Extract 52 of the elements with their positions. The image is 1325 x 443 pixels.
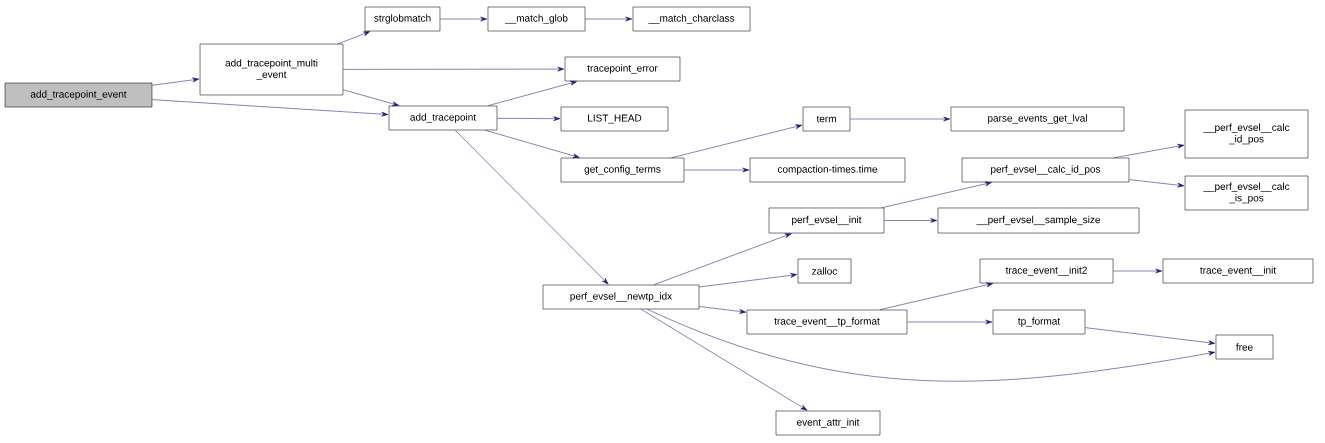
function-box: strglobmatch — [364, 6, 441, 32]
function-box: trace_event__init — [1162, 258, 1314, 284]
arrow — [879, 282, 994, 310]
function-box: add_tracepoint — [388, 105, 498, 131]
function-box: __perf_evsel__calc _id_pos — [1184, 109, 1309, 159]
function-box: __match_charclass — [632, 6, 751, 32]
arrow — [699, 306, 747, 314]
arrow — [907, 319, 993, 325]
arrow — [497, 116, 561, 121]
arrow — [883, 218, 938, 223]
function-box: compaction-times.time — [749, 157, 906, 183]
function-box: parse_events_get_lval — [950, 106, 1125, 132]
arrow — [342, 66, 565, 72]
arrow — [342, 89, 400, 107]
function-box: trace_event__init2 — [979, 258, 1114, 284]
arrow — [1129, 179, 1185, 188]
function-box: __match_glob — [487, 6, 586, 32]
function-box: event_attr_init — [775, 410, 881, 436]
arrow — [653, 233, 792, 285]
arrow — [487, 80, 578, 106]
arrow — [849, 116, 951, 122]
function-box: __perf_evsel__calc _is_pos — [1184, 175, 1309, 211]
arrow — [671, 124, 803, 158]
function-box: term — [802, 106, 851, 132]
arrow — [699, 273, 798, 288]
arrow — [647, 309, 1216, 382]
arrow — [881, 181, 992, 208]
arrow — [1113, 143, 1185, 158]
arrow — [1085, 327, 1216, 345]
function-box: perf_evsel__init — [768, 207, 885, 234]
arrow — [151, 77, 200, 86]
arrow — [151, 99, 389, 117]
arrow — [338, 31, 371, 45]
function-box: free — [1215, 334, 1274, 360]
function-box: tracepoint_error — [564, 56, 681, 82]
arrow — [454, 130, 609, 285]
function-box: tp_format — [992, 309, 1086, 335]
arrow — [683, 167, 750, 173]
arrow — [485, 130, 580, 159]
function-box: add_tracepoint_event — [4, 82, 153, 108]
arrow — [1113, 268, 1163, 274]
function-box: add_tracepoint_multi _event — [199, 43, 344, 96]
arrow — [640, 309, 808, 411]
function-box: get_config_terms — [560, 157, 685, 183]
arrow — [585, 16, 633, 22]
function-box: LIST_HEAD — [560, 106, 669, 132]
function-box: __perf_evsel__sample_size — [937, 207, 1140, 234]
function-box: perf_evsel__newtp_idx — [542, 284, 700, 310]
arrow — [439, 16, 488, 22]
function-box: trace_event__tp_format — [746, 309, 908, 335]
function-box: perf_evsel__calc_id_pos — [961, 157, 1130, 183]
function-box: zalloc — [797, 258, 852, 284]
